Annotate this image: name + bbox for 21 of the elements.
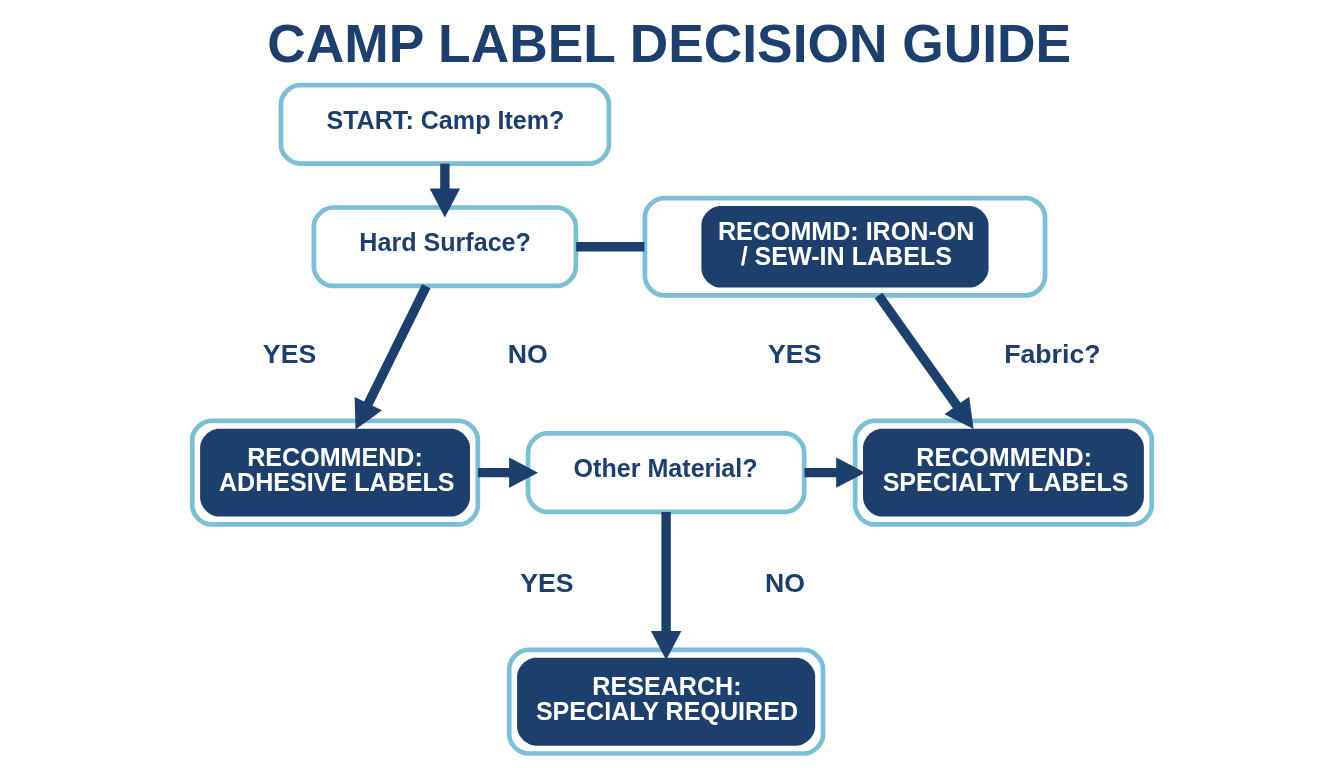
node-box: START: Camp Item? [278,82,612,166]
arrow [429,163,461,218]
label: Fabric? [1004,338,1101,369]
label: NO [507,338,548,369]
node-box: RECOMMEND: SPECIALTY LABELS [852,418,1155,527]
node-box: Hard Surface? [311,205,579,289]
label: YES [262,338,317,369]
arrow [874,292,974,430]
node-box: RECOMMEND: ADHESIVE LABELS [189,418,481,527]
arrow [354,284,431,430]
arrow [477,457,539,488]
label: YES [520,568,574,599]
node-box: Other Material? [525,431,807,515]
node-box: RECOMMD: IRON-ON / SEW-IN LABELS [642,195,1048,298]
connector [576,242,645,252]
arrow [650,512,682,660]
label: YES [768,338,822,369]
node-box: RESEARCH: SPECIALY REQUIRED [506,647,826,756]
label: NO [764,568,805,599]
diagram-title: CAMP LABEL DECISION GUIDE [267,13,1072,73]
arrow [804,457,866,488]
